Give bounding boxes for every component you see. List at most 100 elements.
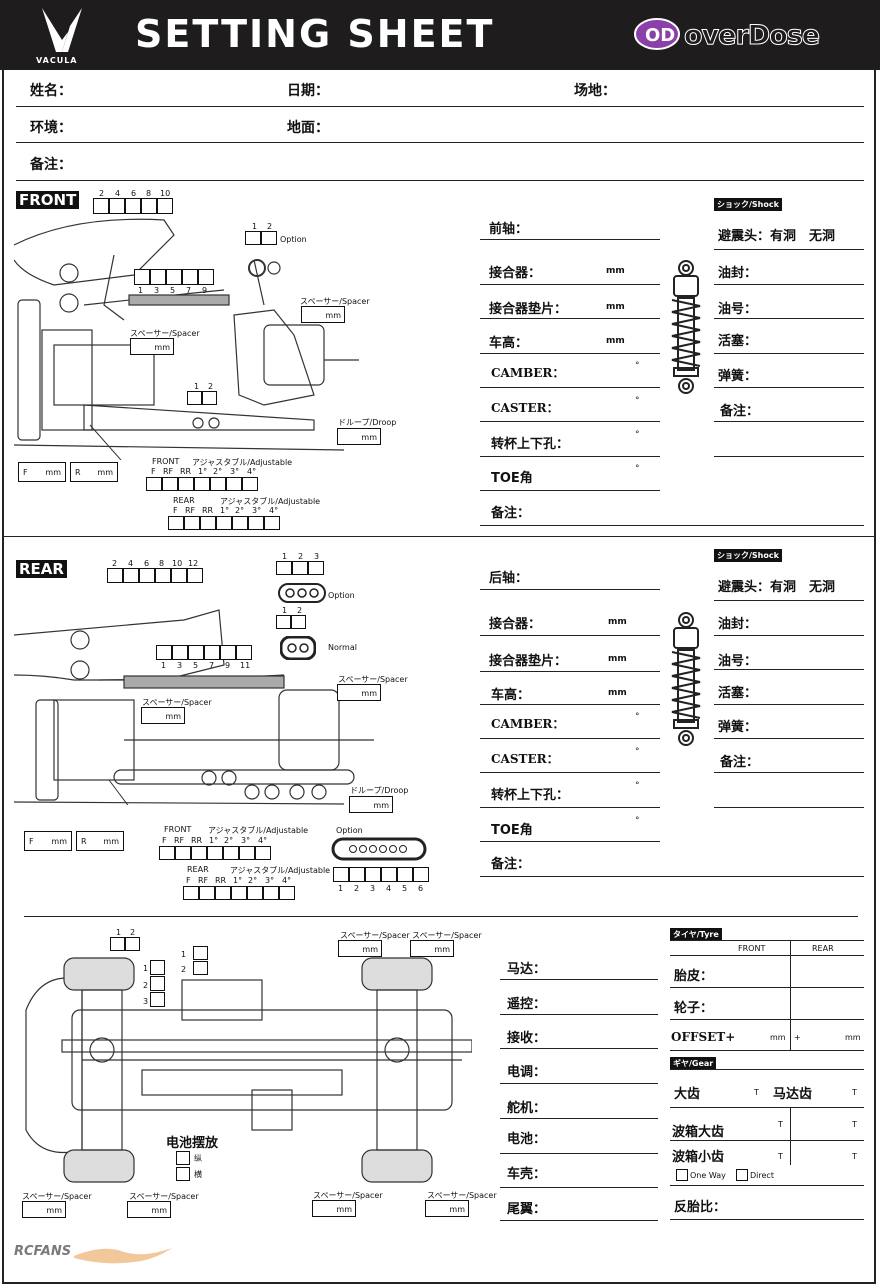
front-bottom-box[interactable] — [198, 269, 214, 285]
adj-box[interactable] — [242, 477, 258, 491]
front-top-box[interactable] — [157, 198, 173, 214]
degree: ° — [635, 464, 640, 474]
unit-mm: mm — [361, 689, 377, 698]
adj-box[interactable] — [200, 516, 216, 530]
one-way-checkbox[interactable] — [676, 1169, 688, 1181]
front-f-box[interactable]: F mm — [18, 462, 66, 482]
front-top-box[interactable] — [93, 198, 109, 214]
rear-option-box[interactable] — [276, 561, 292, 575]
rear-link-option-label: Option — [336, 826, 363, 835]
rear-option-box[interactable] — [308, 561, 324, 575]
chassis-mid-box[interactable] — [193, 961, 208, 975]
front-bottom-box[interactable] — [182, 269, 198, 285]
adj-box[interactable] — [194, 477, 210, 491]
adj-box[interactable] — [159, 846, 175, 860]
chassis-left-box[interactable] — [150, 960, 165, 975]
f-label: F — [23, 468, 28, 477]
rear-link-box[interactable] — [333, 867, 349, 882]
front-lower-box[interactable] — [202, 391, 217, 405]
rear-option-num: 1 — [282, 552, 288, 561]
rear-top-box[interactable] — [123, 568, 139, 583]
adj-box[interactable] — [255, 846, 271, 860]
degree: ° — [635, 747, 640, 757]
rear-bottom-box[interactable] — [220, 645, 236, 660]
chassis-spacer-box[interactable]: mm — [22, 1201, 66, 1218]
rear-bottom-box[interactable] — [204, 645, 220, 660]
front-option-box[interactable] — [245, 231, 261, 245]
rear-f-box[interactable]: F mm — [24, 831, 72, 851]
adj-box[interactable] — [162, 477, 178, 491]
rear-bottom-box[interactable] — [236, 645, 252, 660]
chassis-spacer-box[interactable]: mm — [425, 1200, 469, 1217]
rear-top-box[interactable] — [187, 568, 203, 583]
front-r-box[interactable]: R mm — [70, 462, 118, 482]
rear-link-box[interactable] — [397, 867, 413, 882]
rear-bottom-box[interactable] — [188, 645, 204, 660]
adj-box[interactable] — [207, 846, 223, 860]
adj-box[interactable] — [226, 477, 242, 491]
rear-spacer-2-box[interactable]: mm — [141, 707, 185, 724]
adj-box[interactable] — [215, 886, 231, 900]
front-option-box[interactable] — [261, 231, 277, 245]
front-spacer-2-box[interactable]: mm — [130, 338, 174, 355]
rear-spacer-1-box[interactable]: mm — [337, 684, 381, 701]
chassis-mid-box[interactable] — [193, 946, 208, 960]
chassis-spacer-box[interactable]: mm — [410, 940, 454, 957]
rear-link-box[interactable] — [413, 867, 429, 882]
adj-box[interactable] — [146, 477, 162, 491]
chassis-top-box[interactable] — [125, 937, 140, 951]
adj-box[interactable] — [239, 846, 255, 860]
adj-box[interactable] — [168, 516, 184, 530]
rear-droop-box[interactable]: mm — [349, 796, 393, 813]
chassis-left-box[interactable] — [150, 976, 165, 991]
adj-box[interactable] — [264, 516, 280, 530]
adj-box[interactable] — [279, 886, 295, 900]
rear-bottom-box[interactable] — [172, 645, 188, 660]
front-spacer-1-box[interactable]: mm — [301, 306, 345, 323]
chassis-spacer-box[interactable]: mm — [127, 1201, 171, 1218]
adj-box[interactable] — [178, 477, 194, 491]
rear-top-box[interactable] — [107, 568, 123, 583]
adj-box[interactable] — [232, 516, 248, 530]
adj-box[interactable] — [231, 886, 247, 900]
rear-top-box[interactable] — [139, 568, 155, 583]
direct-checkbox[interactable] — [736, 1169, 748, 1181]
rear-link-box[interactable] — [381, 867, 397, 882]
rear-link-box[interactable] — [365, 867, 381, 882]
adj-box[interactable] — [248, 516, 264, 530]
adj-col: 2° — [248, 876, 258, 885]
battery-vertical-checkbox[interactable] — [176, 1151, 190, 1165]
front-bottom-box[interactable] — [150, 269, 166, 285]
rear-top-box[interactable] — [171, 568, 187, 583]
chassis-spacer-box[interactable]: mm — [312, 1200, 356, 1217]
adj-box[interactable] — [175, 846, 191, 860]
adj-box[interactable] — [216, 516, 232, 530]
adj-box[interactable] — [223, 846, 239, 860]
battery-horizontal-checkbox[interactable] — [176, 1167, 190, 1181]
chassis-spacer-box[interactable]: mm — [338, 940, 382, 957]
front-top-box[interactable] — [141, 198, 157, 214]
rear-r-box[interactable]: R mm — [76, 831, 124, 851]
chassis-top-box[interactable] — [110, 937, 125, 951]
rear-normal-box[interactable] — [276, 615, 291, 629]
adj-box[interactable] — [210, 477, 226, 491]
rear-normal-box[interactable] — [291, 615, 306, 629]
front-bottom-box[interactable] — [134, 269, 150, 285]
adj-box[interactable] — [199, 886, 215, 900]
adj-box[interactable] — [191, 846, 207, 860]
rear-bottom-box[interactable] — [156, 645, 172, 660]
front-lower-box[interactable] — [187, 391, 202, 405]
rear-link-box[interactable] — [349, 867, 365, 882]
rear-top-box[interactable] — [155, 568, 171, 583]
adj-box[interactable] — [183, 886, 199, 900]
front-droop-box[interactable]: mm — [337, 428, 381, 445]
rear-option-box[interactable] — [292, 561, 308, 575]
adj-box[interactable] — [247, 886, 263, 900]
front-top-box[interactable] — [125, 198, 141, 214]
rear-joint-label: 接合器： — [489, 617, 542, 632]
adj-box[interactable] — [184, 516, 200, 530]
front-top-box[interactable] — [109, 198, 125, 214]
chassis-left-box[interactable] — [150, 992, 165, 1007]
front-bottom-box[interactable] — [166, 269, 182, 285]
adj-box[interactable] — [263, 886, 279, 900]
